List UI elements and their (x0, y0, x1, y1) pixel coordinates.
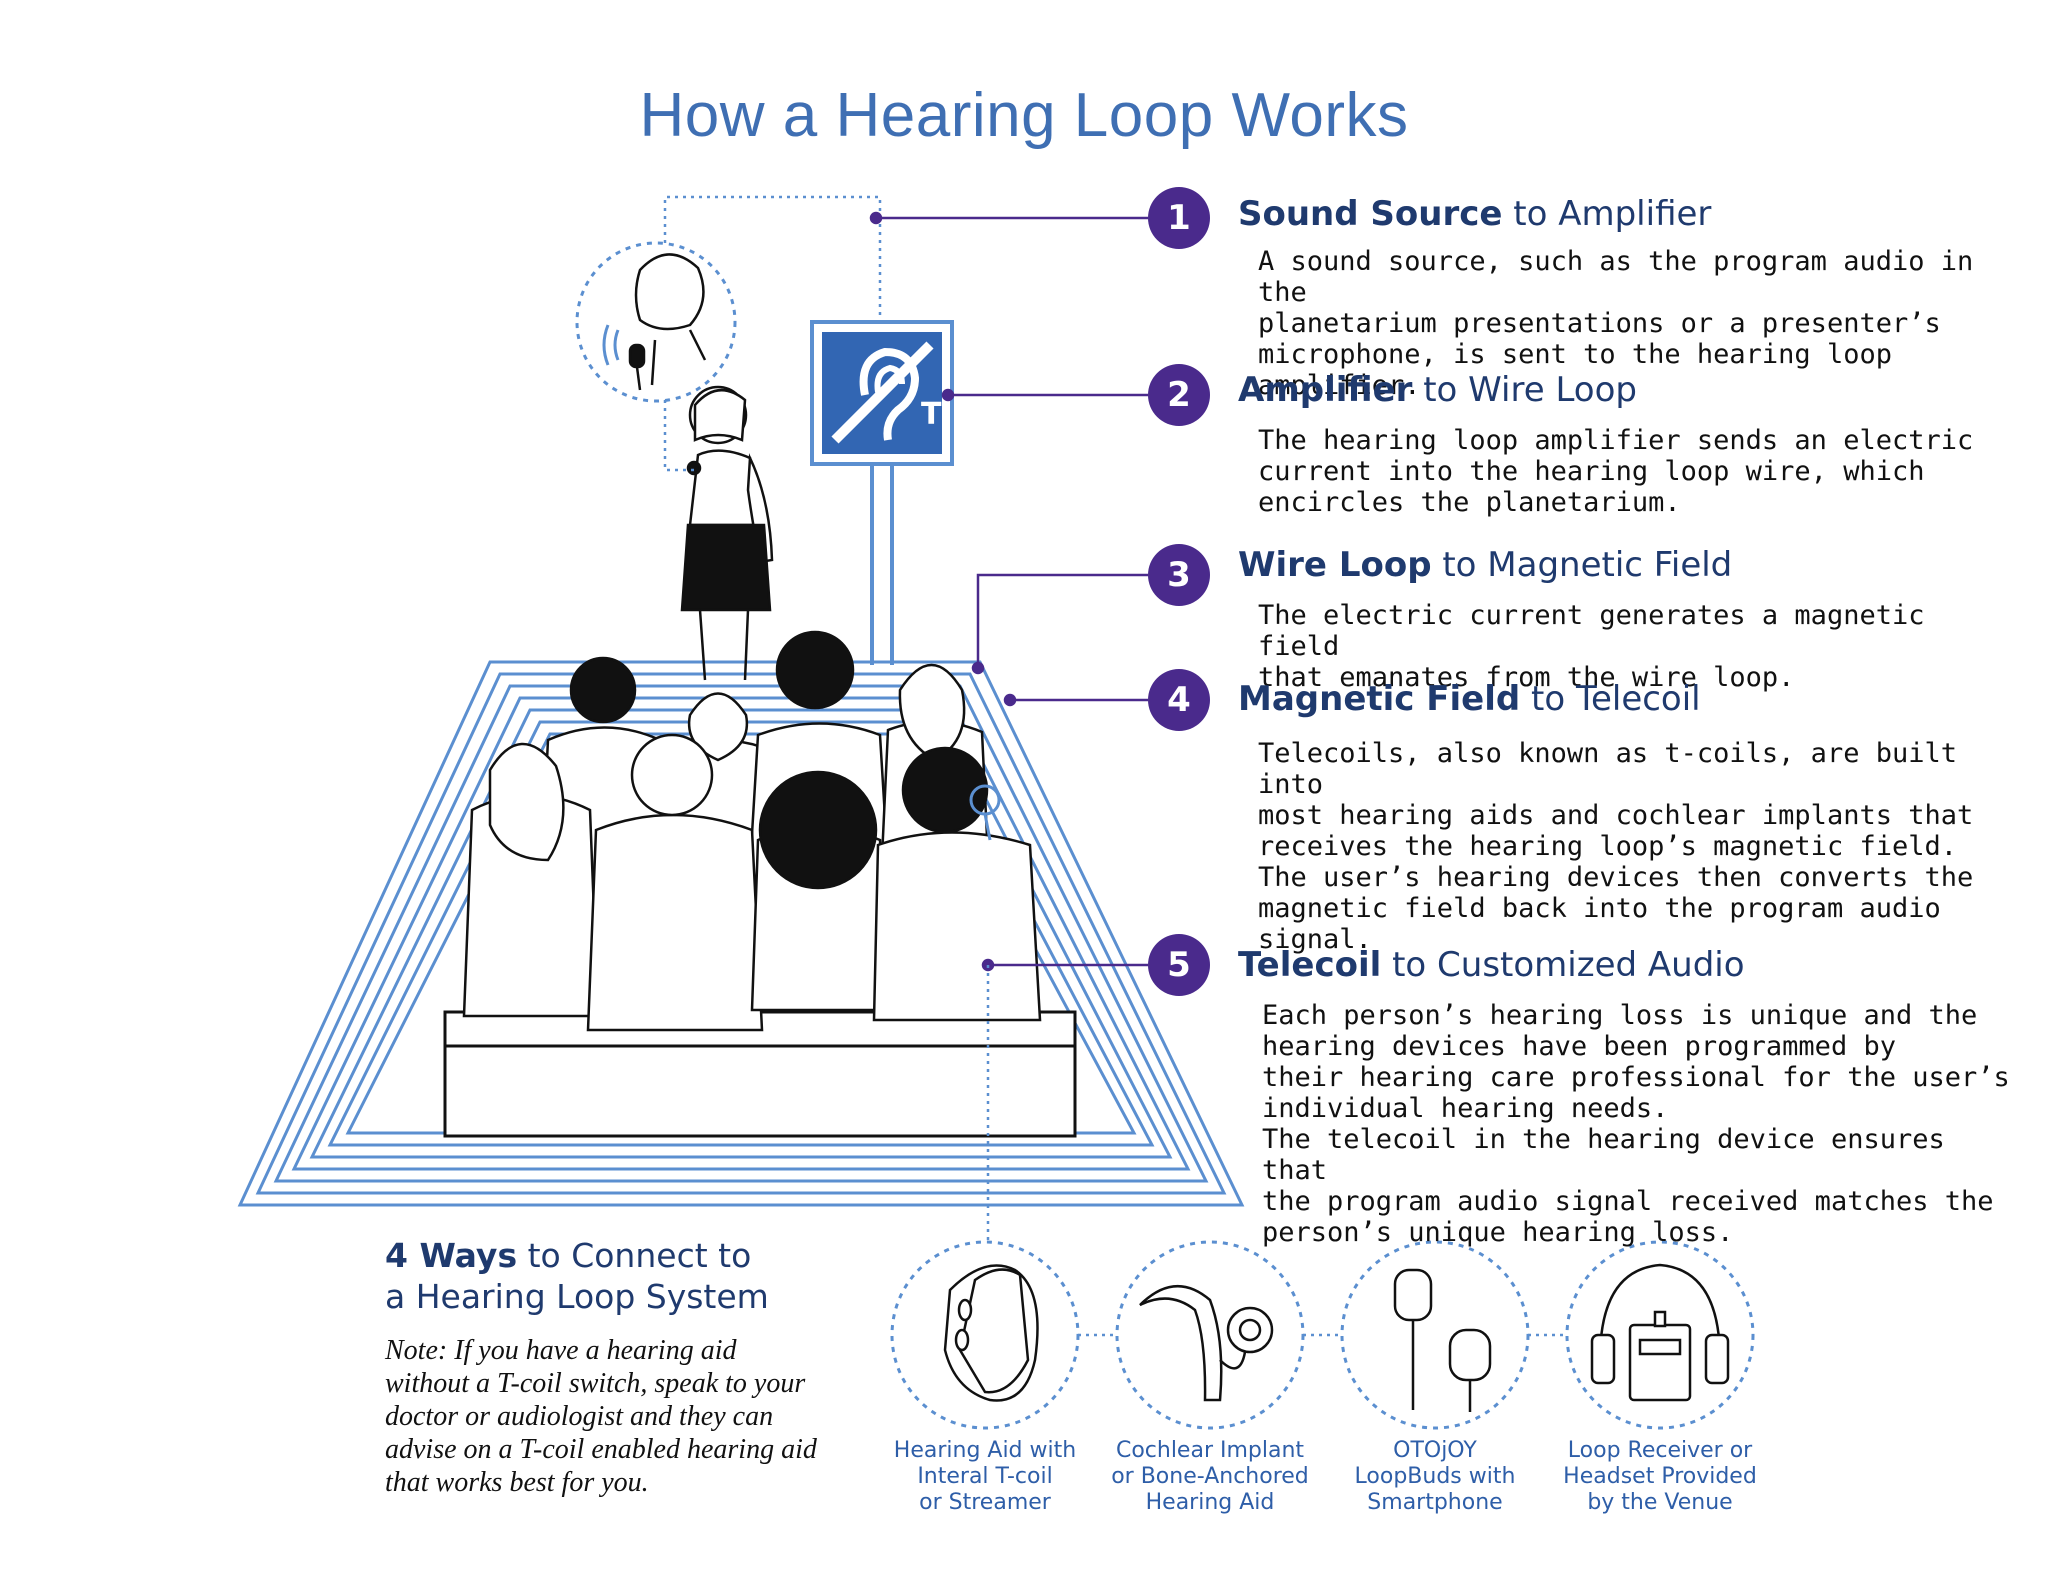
presenter (680, 385, 774, 681)
step-4-body: Telecoils, also known as t-coils, are bu… (1258, 738, 1974, 955)
step-1-badge: 1 (1148, 187, 1210, 249)
hearing-loop-sign: T (810, 320, 954, 665)
audience (462, 630, 1042, 1032)
step-4-badge: 4 (1148, 669, 1210, 731)
ways-note: Note: If you have a hearing aid without … (385, 1335, 817, 1498)
hearing-aid-icon (943, 1264, 1039, 1402)
page-title: How a Hearing Loop Works (639, 81, 1409, 150)
step-leaders (869, 211, 1148, 972)
device-label-earbuds: OTOjOY LoopBuds with Smartphone (1354, 1438, 1516, 1515)
step-5-title: Telecoil to Customized Audio (1238, 945, 1745, 985)
ways-title: 4 Ways to Connect to a Hearing Loop Syst… (385, 1236, 769, 1316)
step-3-title: Wire Loop to Magnetic Field (1238, 545, 1733, 585)
headset-receiver-icon (1590, 1263, 1730, 1402)
step-3-badge: 3 (1148, 544, 1210, 606)
step-2-badge: 2 (1148, 364, 1210, 426)
step-2-title: Amplifier to Wire Loop (1238, 370, 1637, 410)
speaker-icon (628, 253, 707, 391)
sound-waves-icon (602, 324, 620, 366)
step-5-badge: 5 (1148, 934, 1210, 996)
step-1-title: Sound Source to Amplifier (1238, 194, 1712, 234)
cochlear-implant-icon (1139, 1285, 1274, 1402)
step-5-body: Each person’s hearing loss is unique and… (1262, 1000, 2010, 1248)
step-4-title: Magnetic Field to Telecoil (1238, 679, 1701, 719)
earbuds-icon (1393, 1268, 1492, 1412)
device-label-cochlear: Cochlear Implant or Bone-Anchored Hearin… (1111, 1438, 1309, 1515)
step-1-body: A sound source, such as the program audi… (1258, 246, 1974, 401)
presenter-inset (575, 241, 737, 403)
t-coil-letter: T (921, 397, 942, 432)
step-2-body: The hearing loop amplifier sends an elec… (1258, 425, 1974, 518)
device-circle-earbuds (1340, 1240, 1530, 1430)
device-label-headset: Loop Receiver or Headset Provided by the… (1563, 1438, 1757, 1515)
step-3-body: The electric current generates a magneti… (1258, 600, 1925, 693)
device-label-hearing-aid: Hearing Aid with Interal T-coil or Strea… (893, 1438, 1077, 1515)
